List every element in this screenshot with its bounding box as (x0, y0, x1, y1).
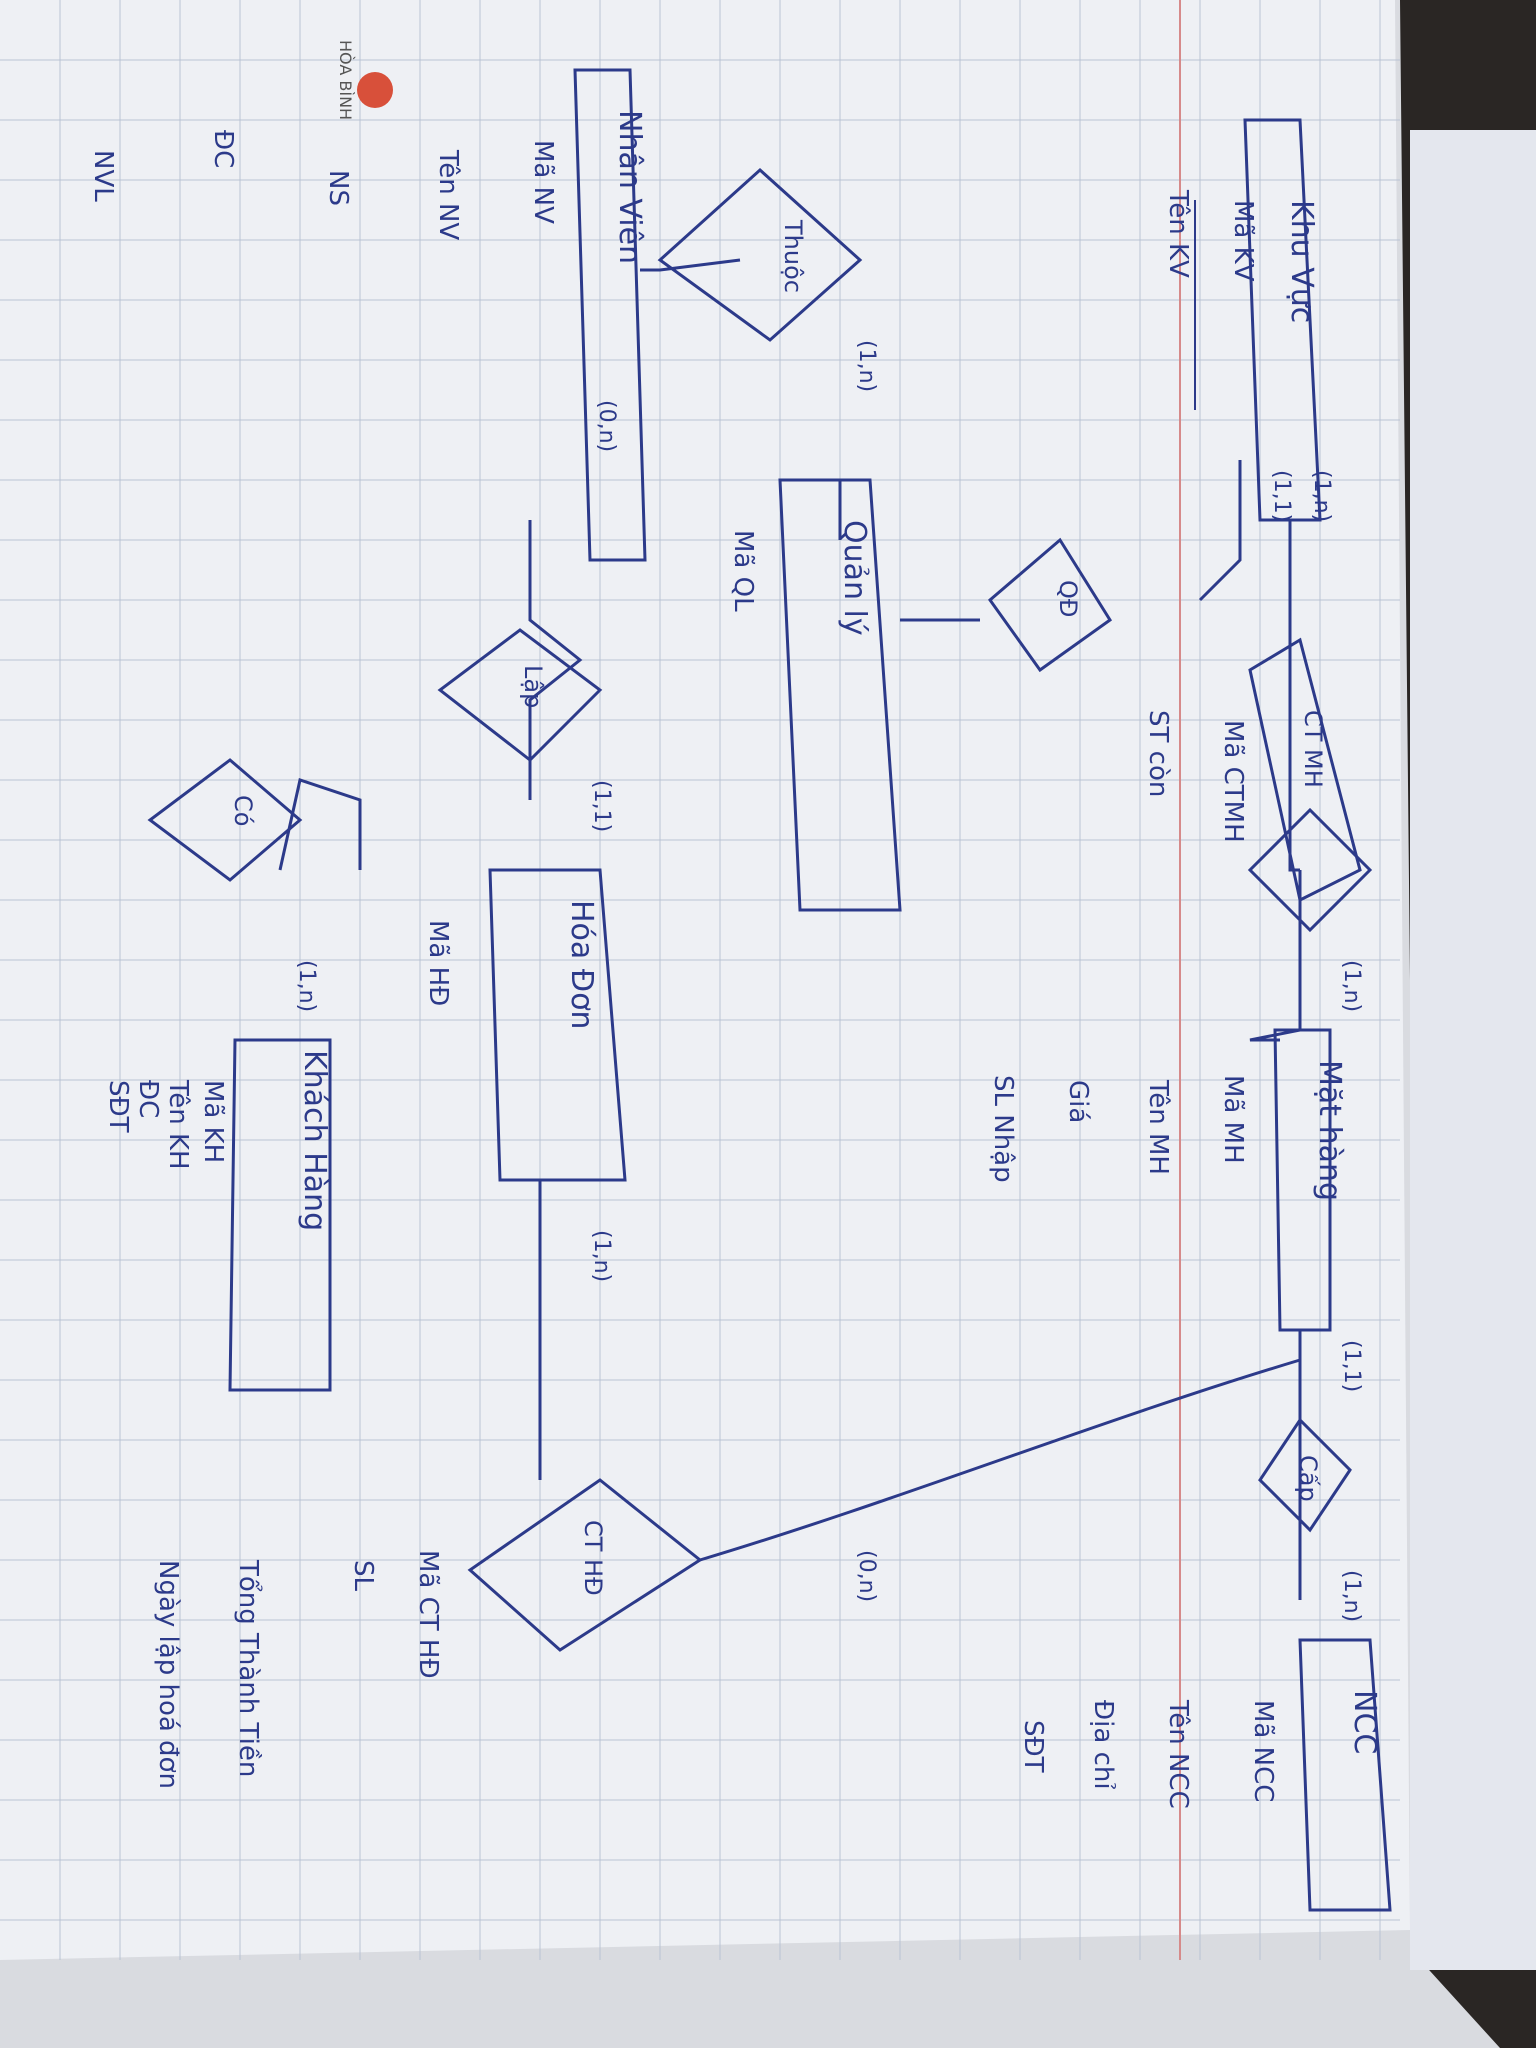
nhan-vien-attr-nvl: NVL (88, 150, 118, 202)
page-grid (0, 0, 1400, 1960)
nhan-vien-attr-ns: NS (323, 170, 353, 206)
relationship-lap-label: Lập (519, 665, 547, 708)
relationship-cap: Cấp (1258, 1417, 1352, 1533)
relationship-lap: Lập (437, 628, 603, 762)
khach-hang-attr-ten-kh: Tên KH (163, 1079, 193, 1170)
khu-vuc-attr-ma-kv: Mã KV (1228, 200, 1258, 282)
nhan-vien-attr-ten-nv: Tên NV (433, 149, 463, 240)
card-mh-cap: (1,1) (1339, 1340, 1364, 1392)
relationship-ct-hd: CT HĐ Mã CT HĐ SL Tổng Thành Tiền Ngày l… (153, 1478, 703, 1789)
relationship-ct-mh-label: CT MH (1299, 710, 1327, 788)
relationship-co: Có (147, 758, 303, 882)
relationship-ct-mh: CT MH Mã CTMH ST còn (1143, 637, 1373, 933)
relationship-qd: QĐ (987, 537, 1113, 673)
khach-hang-attr-sdt: SĐT (103, 1080, 133, 1133)
globe-icon (357, 72, 393, 108)
nhan-vien-attr-dc: ĐC (208, 130, 238, 168)
card-ctmh-mh: (1,n) (1339, 960, 1364, 1012)
card-nv-thuoc: (1,n) (854, 340, 879, 392)
card-hd-cthd: (1,n) (589, 1230, 614, 1282)
mat-hang-attr-gia: Giá (1063, 1080, 1093, 1123)
mat-hang-attr-sl-nhap: SL Nhập (988, 1075, 1018, 1183)
khach-hang-attr-dc: ĐC (133, 1080, 163, 1118)
entity-nhan-vien: Nhân Viên Mã NV Tên NV NS ĐC NVL (88, 68, 647, 562)
entity-quan-ly: Quản lý Mã QL (728, 478, 902, 912)
entity-quan-ly-label: Quản lý (837, 520, 872, 636)
entity-ncc: NCC Mã NCC Tên NCC Địa chỉ SĐT (1018, 1638, 1392, 1912)
nhan-vien-attr-ma-nv: Mã NV (528, 140, 558, 224)
khu-vuc-attr-ten-kv: Tên KV (1163, 189, 1193, 278)
ct-hd-attr-ngay-lap: Ngày lập hoá đơn (153, 1560, 183, 1789)
ct-hd-attr-sl: SL (348, 1560, 378, 1592)
ncc-attr-ma-ncc: Mã NCC (1248, 1700, 1278, 1802)
mat-hang-attr-ten-mh: Tên MH (1143, 1079, 1173, 1175)
ct-hd-attr-ma-ct-hd: Mã CT HĐ (413, 1550, 443, 1679)
card-hd-lap: (1,1) (589, 780, 614, 832)
entity-khach-hang: Khách Hàng Mã KH Tên KH ĐC SĐT (103, 1038, 332, 1392)
entity-hoa-don: Hóa Đơn Mã HĐ (423, 868, 627, 1182)
ncc-attr-sdt: SĐT (1018, 1720, 1048, 1773)
relationship-qd-label: QĐ (1054, 580, 1082, 618)
ct-mh-attr-ma-ctmh: Mã CTMH (1218, 720, 1248, 843)
entity-ncc-label: NCC (1347, 1690, 1382, 1754)
relationship-co-label: Có (229, 795, 257, 826)
ct-hd-attr-tong-thanh-tien: Tổng Thành Tiền (233, 1559, 264, 1777)
notebook-right-page (1410, 130, 1536, 1970)
khach-hang-attr-ma-kh: Mã KH (198, 1080, 228, 1163)
card-kv-qd: (1,1) (1269, 470, 1294, 522)
relationship-thuoc: Thuộc (657, 167, 863, 342)
entity-khu-vuc-label: Khu Vực (1284, 200, 1319, 323)
relationship-thuoc-label: Thuộc (779, 219, 807, 293)
ncc-attr-ten-ncc: Tên NCC (1163, 1699, 1193, 1809)
card-mh-cthd: (0,n) (854, 1550, 879, 1602)
mat-hang-attr-ma-mh: Mã MH (1218, 1075, 1248, 1164)
entity-mat-hang-label: Mặt hàng (1312, 1060, 1347, 1201)
entity-mat-hang: Mặt hàng Mã MH Tên MH Giá SL Nhập (988, 1028, 1347, 1332)
ct-mh-attr-st-con: ST còn (1143, 710, 1173, 797)
ncc-attr-dia-chi: Địa chỉ (1088, 1700, 1118, 1790)
entity-khu-vuc: Khu Vực Mã KV Tên KV (1163, 118, 1322, 522)
cardinalities: (1,n) (1,1) (1,n) (1,1) (1,n) (1,n) (0,n… (294, 340, 1364, 1622)
notebook-logo: HÒA BÌNH (336, 40, 393, 120)
entity-khach-hang-label: Khách Hàng (297, 1050, 332, 1231)
entity-nhan-vien-label: Nhân Viên (612, 110, 647, 264)
card-kv-ctmh: (1,n) (1309, 470, 1334, 522)
card-kh-co: (1,n) (294, 960, 319, 1012)
hoa-don-attr-ma-hd: Mã HĐ (423, 920, 453, 1006)
relationship-ct-hd-label: CT HĐ (579, 1520, 607, 1596)
card-cap-ncc: (1,n) (1339, 1570, 1364, 1622)
logo-text: HÒA BÌNH (336, 40, 355, 120)
quan-ly-attr-ma-ql: Mã QL (728, 530, 758, 612)
notebook-page (0, 0, 1410, 1960)
relationship-cap-label: Cấp (1294, 1455, 1322, 1502)
entity-hoa-don-label: Hóa Đơn (564, 900, 599, 1029)
card-nv-lap: (0,n) (594, 400, 619, 452)
